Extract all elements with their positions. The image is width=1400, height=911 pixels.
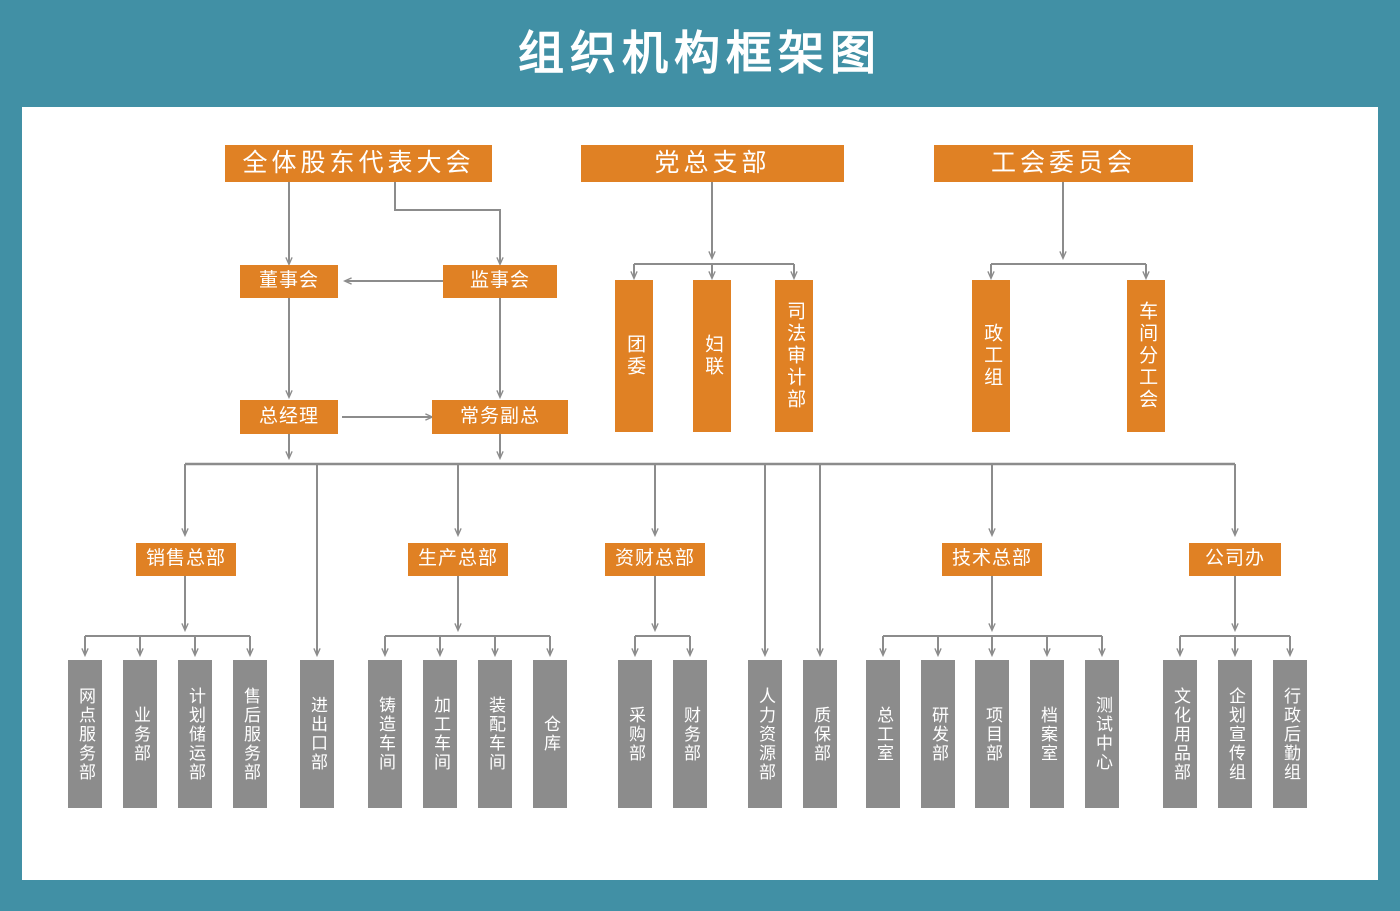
node-company-office[interactable]: 公司办 — [1189, 543, 1281, 576]
node-board-of-directors[interactable]: 董事会 — [240, 265, 338, 298]
node-import-export-dept[interactable]: 进出口部 — [300, 660, 334, 808]
node-after-sales-service-dept[interactable]: 售后服务部 — [233, 660, 267, 808]
node-assembly-workshop[interactable]: 装配车间 — [478, 660, 512, 808]
node-branch-service-dept[interactable]: 网点服务部 — [68, 660, 102, 808]
node-research-development-dept[interactable]: 研发部 — [921, 660, 955, 808]
node-production-division[interactable]: 生产总部 — [408, 543, 508, 576]
node-quality-assurance-dept[interactable]: 质保部 — [803, 660, 837, 808]
node-youth-league[interactable]: 团委 — [615, 280, 653, 432]
node-sales-division[interactable]: 销售总部 — [136, 543, 236, 576]
node-deputy-general-manager[interactable]: 常务副总 — [432, 400, 568, 434]
node-casting-workshop[interactable]: 铸造车间 — [368, 660, 402, 808]
node-general-manager[interactable]: 总经理 — [240, 400, 338, 434]
node-warehouse[interactable]: 仓库 — [533, 660, 567, 808]
node-archive-office[interactable]: 档案室 — [1030, 660, 1064, 808]
node-party-branch[interactable]: 党总支部 — [581, 145, 844, 182]
node-shareholders[interactable]: 全体股东代表大会 — [225, 145, 492, 182]
node-purchasing-dept[interactable]: 采购部 — [618, 660, 652, 808]
node-technology-division[interactable]: 技术总部 — [942, 543, 1042, 576]
node-administration-logistics-group[interactable]: 行政后勤组 — [1273, 660, 1307, 808]
node-business-dept[interactable]: 业务部 — [123, 660, 157, 808]
node-planning-storage-transport-dept[interactable]: 计划储运部 — [178, 660, 212, 808]
node-planning-promotion-group[interactable]: 企划宣传组 — [1218, 660, 1252, 808]
node-project-dept[interactable]: 项目部 — [975, 660, 1009, 808]
node-finance-division[interactable]: 资财总部 — [605, 543, 705, 576]
node-political-work-group[interactable]: 政工组 — [972, 280, 1010, 432]
node-human-resources-dept[interactable]: 人力资源部 — [748, 660, 782, 808]
node-machining-workshop[interactable]: 加工车间 — [423, 660, 457, 808]
node-test-center[interactable]: 测试中心 — [1085, 660, 1119, 808]
node-union-committee[interactable]: 工会委员会 — [934, 145, 1193, 182]
node-chief-engineer-office[interactable]: 总工室 — [866, 660, 900, 808]
node-womens-federation[interactable]: 妇联 — [693, 280, 731, 432]
node-stationery-dept[interactable]: 文化用品部 — [1163, 660, 1197, 808]
page-title: 组织机构框架图 — [518, 27, 882, 79]
node-judicial-audit-dept[interactable]: 司法审计部 — [775, 280, 813, 432]
node-accounting-dept[interactable]: 财务部 — [673, 660, 707, 808]
node-supervisory-board[interactable]: 监事会 — [443, 265, 557, 298]
node-workshop-union[interactable]: 车间分工会 — [1127, 280, 1165, 432]
